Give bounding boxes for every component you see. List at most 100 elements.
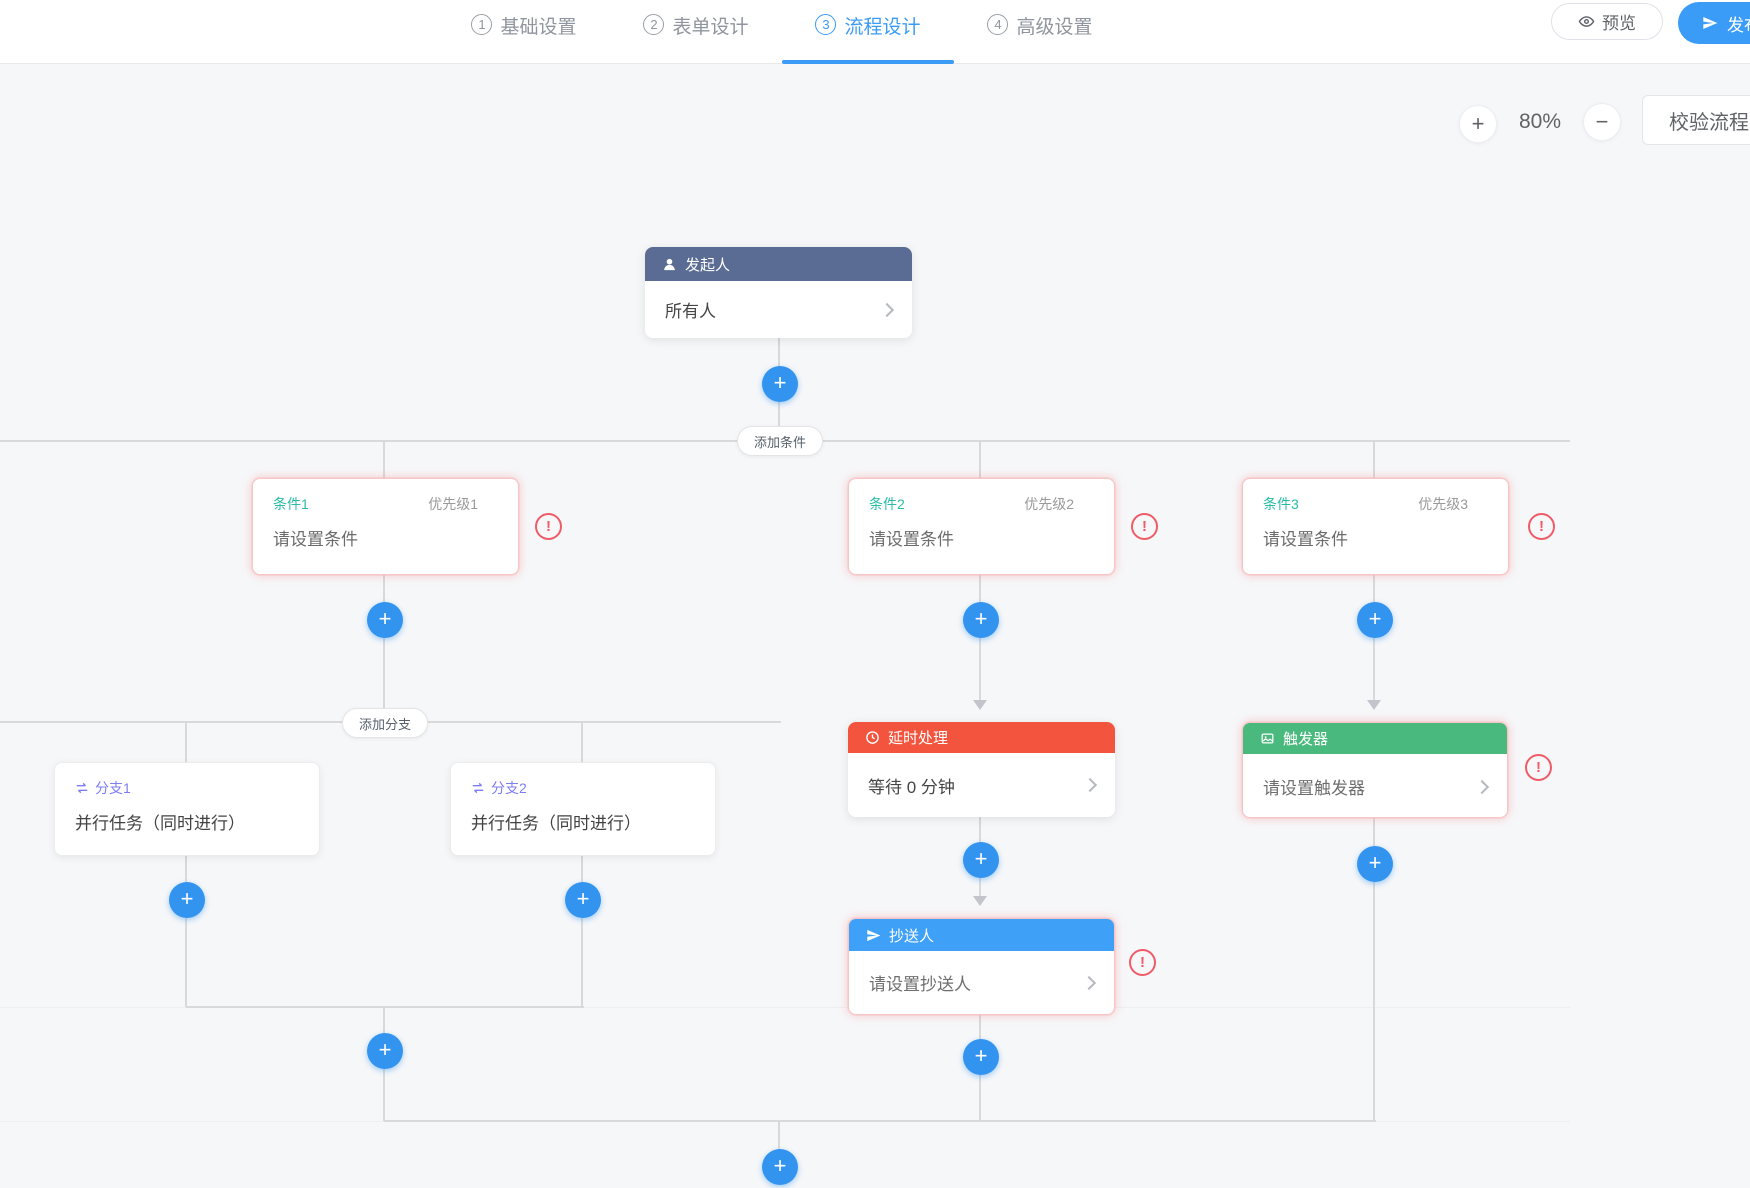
step-number: 1 xyxy=(471,14,493,35)
active-tab-underline xyxy=(782,60,954,64)
zoom-level: 80% xyxy=(1518,110,1562,133)
branch-title: 分支2 xyxy=(471,778,527,798)
add-node-button[interactable]: + xyxy=(1357,602,1393,638)
plus-icon: + xyxy=(180,886,194,911)
tab-advanced-settings[interactable]: 4 高级设置 xyxy=(954,0,1126,64)
add-node-button[interactable]: + xyxy=(1357,846,1393,882)
plus-icon: + xyxy=(1368,606,1382,631)
arrow-down-icon xyxy=(1367,700,1381,710)
arrow-down-icon xyxy=(973,896,987,906)
condition-placeholder: 请设置条件 xyxy=(273,530,358,549)
clock-icon xyxy=(865,730,880,745)
tab-form-design[interactable]: 2 表单设计 xyxy=(610,0,782,64)
add-condition-label: 添加条件 xyxy=(753,434,806,450)
add-node-button[interactable]: + xyxy=(963,842,999,878)
condition-placeholder: 请设置条件 xyxy=(869,530,954,549)
connector-line xyxy=(979,441,981,478)
zoom-out-button[interactable]: − xyxy=(1583,103,1621,141)
connector-line xyxy=(1373,818,1375,1121)
parallel-icon xyxy=(471,781,485,795)
plus-icon: + xyxy=(974,846,988,871)
plus-icon: + xyxy=(576,886,590,911)
tab-label: 表单设计 xyxy=(672,17,749,38)
paper-plane-icon xyxy=(1702,15,1718,31)
add-node-button[interactable]: + xyxy=(367,602,403,638)
preview-button[interactable]: 预览 xyxy=(1551,3,1663,40)
paper-plane-icon xyxy=(866,928,881,943)
add-condition-button[interactable]: 添加条件 xyxy=(737,426,823,456)
plus-icon: + xyxy=(1471,111,1485,136)
tab-label: 流程设计 xyxy=(844,17,921,38)
step-number: 4 xyxy=(987,14,1009,35)
warning-icon: ! xyxy=(535,513,562,540)
warning-icon: ! xyxy=(1528,513,1555,540)
add-node-button[interactable]: + xyxy=(169,882,205,918)
branch-content: 并行任务（同时进行） xyxy=(471,814,641,833)
cc-node-placeholder: 请设置抄送人 xyxy=(869,975,971,994)
chevron-right-icon xyxy=(1082,777,1098,793)
tab-label: 基础设置 xyxy=(500,17,577,38)
minus-icon: − xyxy=(1595,109,1609,134)
arrow-down-icon xyxy=(973,700,987,710)
cc-node[interactable]: 抄送人 请设置抄送人 xyxy=(848,918,1115,1015)
plus-icon: + xyxy=(773,370,787,395)
condition-priority: 优先级2 xyxy=(1024,496,1074,512)
publish-label: 发布 xyxy=(1727,15,1750,35)
validate-flow-label: 校验流程 xyxy=(1669,111,1749,134)
cc-node-title: 抄送人 xyxy=(889,927,935,945)
warning-icon: ! xyxy=(1525,754,1552,781)
add-node-button[interactable]: + xyxy=(963,1039,999,1075)
trigger-node-placeholder: 请设置触发器 xyxy=(1263,779,1365,798)
start-node-value: 所有人 xyxy=(665,302,716,321)
delay-node-value: 等待 0 分钟 xyxy=(868,777,955,797)
plus-icon: + xyxy=(974,1043,988,1068)
trigger-icon xyxy=(1260,731,1275,746)
start-node-title: 发起人 xyxy=(685,256,731,274)
warning-icon: ! xyxy=(1131,513,1158,540)
add-node-button[interactable]: + xyxy=(762,1149,798,1185)
add-node-button[interactable]: + xyxy=(963,602,999,638)
add-node-button[interactable]: + xyxy=(565,882,601,918)
eye-icon xyxy=(1578,13,1595,30)
connector-line xyxy=(581,722,583,762)
add-branch-button[interactable]: 添加分支 xyxy=(342,708,428,738)
delay-node[interactable]: 延时处理 等待 0 分钟 xyxy=(848,722,1115,817)
start-node[interactable]: 发起人 所有人 xyxy=(645,247,912,338)
step-tabs: 1 基础设置 2 表单设计 3 流程设计 4 高级设置 xyxy=(438,0,1126,64)
plus-icon: + xyxy=(974,606,988,631)
trigger-node-title: 触发器 xyxy=(1283,731,1329,748)
branch-card-2[interactable]: 分支2 并行任务（同时进行） xyxy=(450,762,716,856)
condition-priority: 优先级3 xyxy=(1418,496,1468,512)
condition-card-3[interactable]: 条件3 优先级3 请设置条件 xyxy=(1242,478,1509,575)
connector-line xyxy=(383,575,385,709)
branch-title: 分支1 xyxy=(75,778,131,798)
connector-line xyxy=(185,856,187,1007)
delay-node-title: 延时处理 xyxy=(888,730,949,747)
trigger-node[interactable]: 触发器 请设置触发器 xyxy=(1242,722,1508,818)
add-branch-label: 添加分支 xyxy=(358,716,411,732)
connector-line xyxy=(581,856,583,1007)
lane-separator xyxy=(0,1007,1570,1008)
chevron-right-icon xyxy=(1081,975,1097,990)
branch-content: 并行任务（同时进行） xyxy=(75,814,245,833)
tab-label: 高级设置 xyxy=(1016,17,1093,38)
tab-flow-design[interactable]: 3 流程设计 xyxy=(782,0,954,64)
connector-line xyxy=(1373,441,1375,478)
plus-icon: + xyxy=(773,1153,787,1178)
condition-card-1[interactable]: 条件1 优先级1 请设置条件 xyxy=(252,478,519,575)
tab-basic-settings[interactable]: 1 基础设置 xyxy=(438,0,610,64)
user-icon xyxy=(662,257,677,272)
condition-priority: 优先级1 xyxy=(428,496,478,512)
condition-card-2[interactable]: 条件2 优先级2 请设置条件 xyxy=(848,478,1115,575)
add-node-button[interactable]: + xyxy=(367,1033,403,1069)
validate-flow-button[interactable]: 校验流程 xyxy=(1642,95,1750,145)
zoom-in-button[interactable]: + xyxy=(1459,105,1497,143)
condition-title: 条件3 xyxy=(1263,496,1299,512)
publish-button[interactable]: 发布 xyxy=(1678,2,1750,44)
step-number: 2 xyxy=(643,14,665,35)
add-node-button[interactable]: + xyxy=(762,366,798,402)
branch-card-1[interactable]: 分支1 并行任务（同时进行） xyxy=(54,762,320,856)
chevron-right-icon xyxy=(879,302,895,317)
parallel-icon xyxy=(75,781,89,795)
connector-line xyxy=(383,441,385,478)
